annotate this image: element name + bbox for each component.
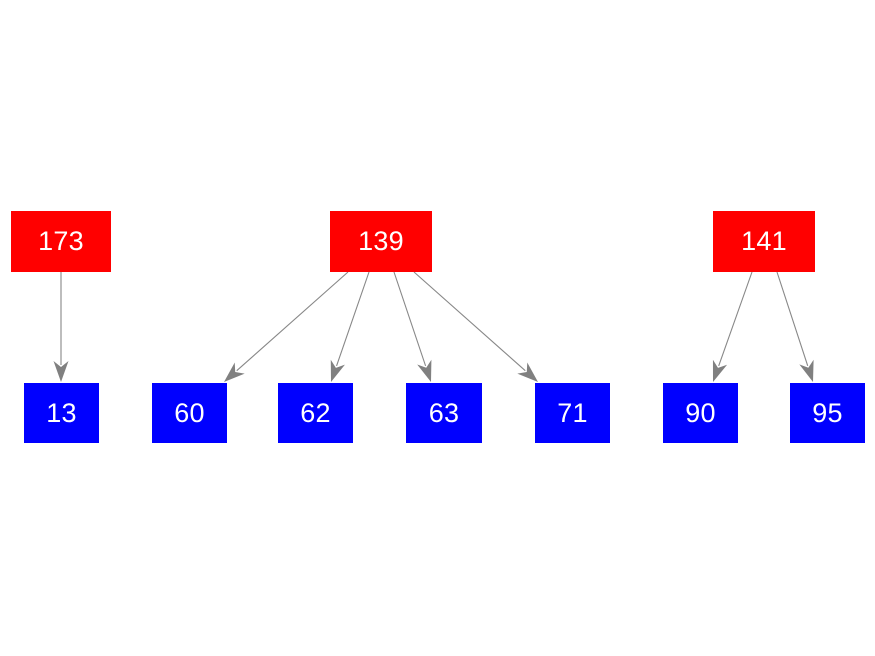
edge-n139-to-n71 <box>413 271 538 382</box>
edge-n139-to-n63 <box>393 271 432 382</box>
node-label: 95 <box>812 397 843 428</box>
edge-line <box>413 271 526 372</box>
node-label: 13 <box>46 397 77 428</box>
node-label: 173 <box>38 226 84 256</box>
edge-line <box>336 271 370 367</box>
arrowhead-icon <box>417 359 432 382</box>
node-parents-173[interactable]: 173 <box>11 211 111 272</box>
edge-line <box>776 271 809 367</box>
node-parents-139[interactable]: 139 <box>330 211 432 272</box>
edge-n141-to-n90 <box>712 271 753 382</box>
node-label: 63 <box>428 397 460 428</box>
node-label: 60 <box>174 397 205 428</box>
node-children-13[interactable]: 13 <box>24 383 99 443</box>
node-label: 139 <box>358 226 404 256</box>
edge-n139-to-n62 <box>330 271 370 382</box>
edge-line <box>236 271 349 372</box>
node-parents-141[interactable]: 141 <box>713 211 815 272</box>
arrowhead-icon <box>224 362 245 382</box>
arrowhead-icon <box>330 359 345 382</box>
node-children-63[interactable]: 63 <box>406 383 482 443</box>
node-children-62[interactable]: 62 <box>278 383 353 443</box>
arrowhead-icon <box>53 361 69 382</box>
node-children-71[interactable]: 71 <box>535 383 610 443</box>
edge-line <box>393 271 427 367</box>
node-children-90[interactable]: 90 <box>663 383 738 443</box>
node-label: 90 <box>685 397 716 428</box>
node-children-60[interactable]: 60 <box>152 383 227 443</box>
edge-n173-to-n13 <box>53 272 69 382</box>
edge-n139-to-n60 <box>224 271 349 382</box>
node-label: 62 <box>300 397 331 428</box>
node-children-95[interactable]: 95 <box>790 383 865 443</box>
node-label: 71 <box>557 397 588 428</box>
node-label: 141 <box>741 226 787 256</box>
arrowhead-icon <box>517 362 538 382</box>
edge-n141-to-n95 <box>776 271 814 382</box>
arrowhead-icon <box>712 359 728 382</box>
edge-line <box>718 271 753 367</box>
arrowhead-icon <box>799 359 814 382</box>
